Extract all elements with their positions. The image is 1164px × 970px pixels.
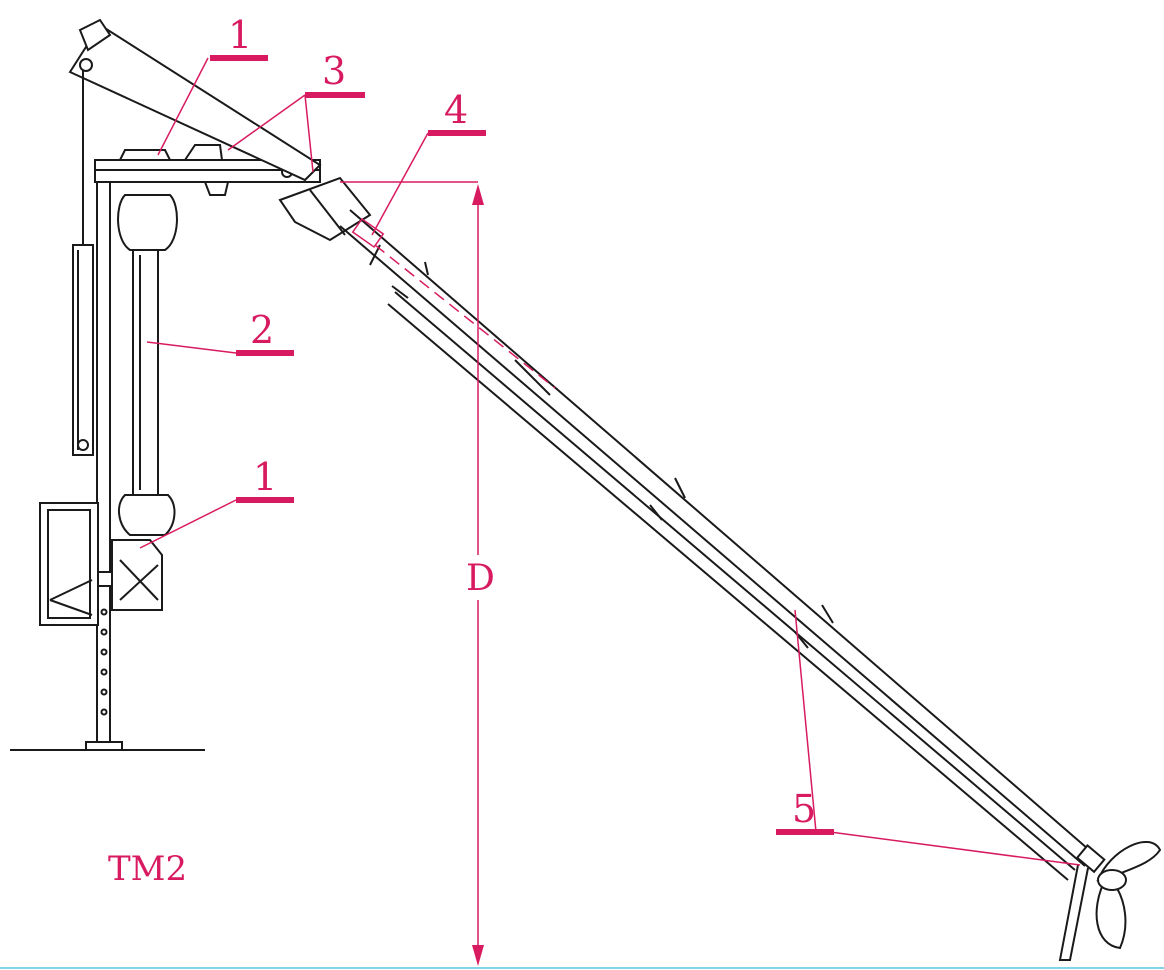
callout-label-5: 5 [792,787,816,831]
leader-3a [227,94,306,151]
hydraulic-cylinder [72,70,94,456]
leader-1-top [157,57,209,156]
callout-bar-3 [305,92,365,98]
upper-boom-arm [68,18,322,182]
callout-label-2: 2 [250,308,274,352]
callout-bar-4 [428,130,486,136]
callout-label-1-bottom: 1 [253,455,277,499]
callout-label-1-top: 1 [228,13,252,57]
propeller [1058,840,1162,961]
pivot-clamp [278,176,372,242]
leader-5b [829,831,1081,866]
dimension-arrow-top [472,184,484,205]
line-art [0,18,1164,969]
labels: 1 3 4 2 1 5 D TM2 [108,13,816,889]
callout-label-3: 3 [322,49,346,93]
mast-post [85,160,123,751]
dimension-arrow-bottom [472,945,484,966]
model-label: TM2 [108,849,187,889]
callout-label-4: 4 [444,88,468,132]
leader-5a [794,609,817,833]
leader-2 [146,341,237,354]
leader-1-bottom [139,499,237,549]
callout-bar-1-top [210,55,268,61]
dimension-label: D [466,558,495,599]
leader-4 [371,132,429,236]
part-4-marker [351,217,385,249]
annotations [139,55,1081,966]
steering-shaft [117,194,178,536]
part-4-hidden-line [374,244,556,389]
leader-3b [304,94,314,173]
callout-bar-5 [776,829,834,835]
callout-bar-2 [236,350,294,356]
leg-tube [339,209,1096,881]
callout-bar-1-bottom [236,497,294,503]
lower-gearbox [39,502,163,626]
